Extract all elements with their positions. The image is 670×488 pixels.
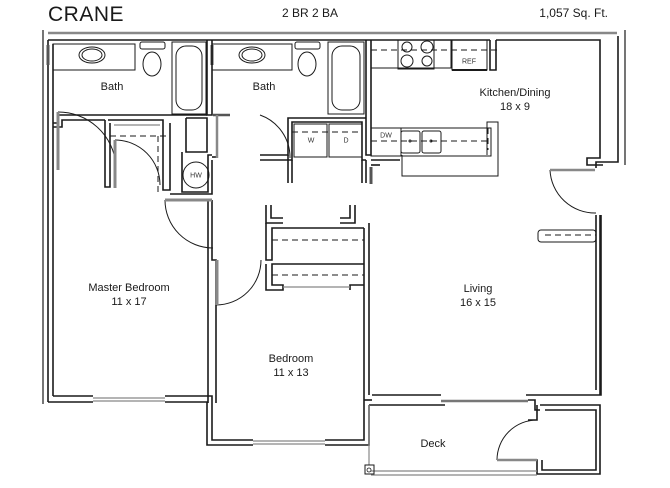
- room-master-bedroom: Master Bedroom 11 x 17: [88, 281, 169, 309]
- kitchen-fixtures: [370, 39, 597, 243]
- bed-bath-count: 2 BR 2 BA: [282, 6, 339, 20]
- deck-post: [364, 464, 375, 475]
- water-heater-icon: [182, 161, 210, 189]
- room-dimensions: 11 x 17: [111, 296, 147, 308]
- room-name: Bath: [100, 81, 124, 93]
- room-name: Bath: [252, 81, 276, 93]
- room-name: Bedroom: [268, 353, 314, 365]
- interior-walls: [53, 40, 601, 403]
- bath-1-fixtures: [52, 41, 207, 115]
- bath-2-fixtures: [211, 41, 365, 115]
- room-name: Kitchen/Dining: [479, 87, 551, 99]
- room-dimensions: 18 x 9: [500, 101, 530, 113]
- room-bath-1: Bath: [101, 80, 124, 94]
- room-name: Master Bedroom: [88, 282, 170, 294]
- closet-doors: [114, 124, 350, 288]
- room-bath-2: Bath: [253, 80, 276, 94]
- exterior-walls: [47, 36, 619, 475]
- room-deck: Deck: [420, 437, 445, 451]
- room-living: Living 16 x 15: [460, 282, 496, 310]
- water-heater-label: HW: [190, 172, 202, 180]
- refrigerator-label: REF: [462, 58, 476, 66]
- dishwasher-label: DW: [380, 132, 392, 140]
- room-dimensions: 11 x 13: [273, 367, 309, 379]
- room-name: Living: [463, 283, 493, 295]
- windows: [46, 45, 537, 476]
- plan-name: CRANE: [48, 3, 125, 26]
- room-name: Deck: [420, 438, 446, 450]
- room-dimensions: 16 x 15: [459, 297, 497, 309]
- room-kitchen-dining: Kitchen/Dining 18 x 9: [480, 86, 551, 114]
- shelf-lines: [110, 49, 596, 276]
- square-footage: 1,057 Sq. Ft.: [539, 6, 608, 20]
- washer-label: W: [307, 137, 315, 145]
- room-bedroom: Bedroom 11 x 13: [269, 352, 314, 380]
- washer-dryer: [293, 123, 363, 158]
- dryer-label: D: [343, 137, 349, 145]
- door-swings: [56, 111, 597, 462]
